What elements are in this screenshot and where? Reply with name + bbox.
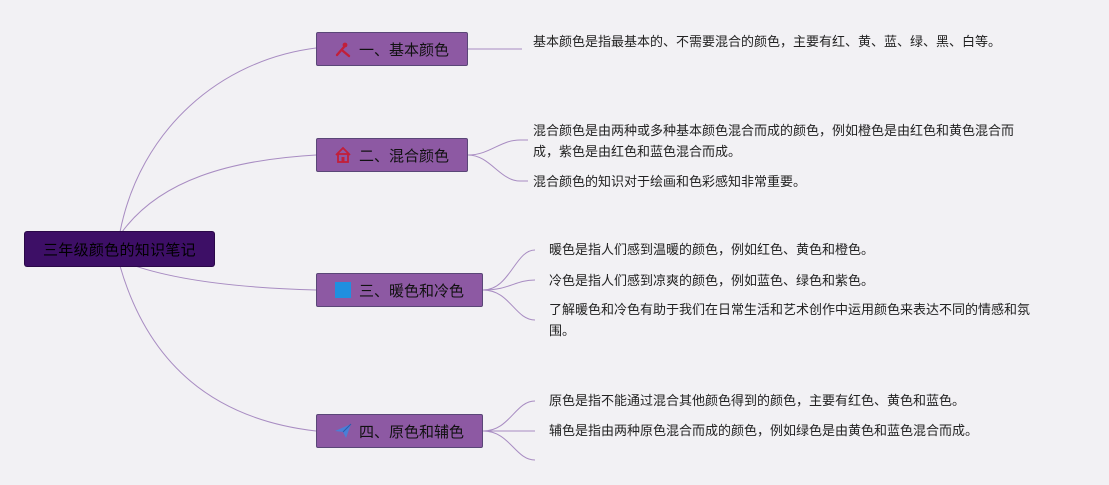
branch3-leaf-link-3 xyxy=(482,289,536,321)
branch-node-primary-secondary-colors[interactable]: 四、原色和辅色 xyxy=(316,414,483,448)
branch-node-warm-cool-colors[interactable]: 三、暖色和冷色 xyxy=(316,273,483,307)
root-link-4 xyxy=(119,265,317,432)
branch-label: 三、暖色和冷色 xyxy=(359,281,465,300)
leaf-text[interactable]: 暖色是指人们感到温暖的颜色，例如红色、黄色和橙色。 xyxy=(549,243,875,258)
root-link-3 xyxy=(123,261,317,291)
branch4-leaf-link-3 xyxy=(482,430,536,461)
leaf-text[interactable]: 原色是指不能通过混合其他颜色得到的颜色，主要有红色、黄色和蓝色。 xyxy=(549,394,966,409)
leaf-text[interactable]: 混合颜色的知识对于绘画和色彩感知非常重要。 xyxy=(533,175,807,190)
branch-node-basic-colors[interactable]: 一、基本颜色 xyxy=(316,32,468,66)
leaf-text[interactable]: 混合颜色是由两种或多种基本颜色混合而成的颜色，例如橙色是由红色和黄色混合而成，紫… xyxy=(533,124,1015,160)
branch2-leaf-link-2 xyxy=(467,154,528,182)
branch-label: 四、原色和辅色 xyxy=(359,422,465,441)
root-link-1 xyxy=(119,47,317,233)
branch3-leaf-link-1 xyxy=(482,249,536,291)
leaf-text[interactable]: 基本颜色是指最基本的、不需要混合的颜色，主要有红、黄、蓝、绿、黑、白等。 xyxy=(533,35,1002,50)
branch2-leaf-link-1 xyxy=(467,139,528,156)
tools-icon xyxy=(333,39,353,59)
root-link-2 xyxy=(121,154,317,233)
paper-plane-icon xyxy=(333,421,353,441)
branch3-leaf-link-2 xyxy=(482,279,536,291)
blue-square-icon xyxy=(333,280,353,300)
root-label: 三年级颜色的知识笔记 xyxy=(42,240,196,259)
leaf-text[interactable]: 了解暖色和冷色有助于我们在日常生活和艺术创作中运用颜色来表达不同的情感和氛围。 xyxy=(549,303,1031,339)
leaf-text[interactable]: 冷色是指人们感到凉爽的颜色，例如蓝色、绿色和紫色。 xyxy=(549,274,875,289)
branch-label: 二、混合颜色 xyxy=(359,146,450,165)
leaf-text[interactable]: 辅色是指由两种原色混合而成的颜色，例如绿色是由黄色和蓝色混合而成。 xyxy=(549,424,979,439)
branch-label: 一、基本颜色 xyxy=(359,40,450,59)
root-node[interactable]: 三年级颜色的知识笔记 xyxy=(25,232,214,266)
house-icon xyxy=(333,145,353,165)
branch4-leaf-link-1 xyxy=(482,400,536,432)
branch-node-mixed-colors[interactable]: 二、混合颜色 xyxy=(316,138,468,172)
